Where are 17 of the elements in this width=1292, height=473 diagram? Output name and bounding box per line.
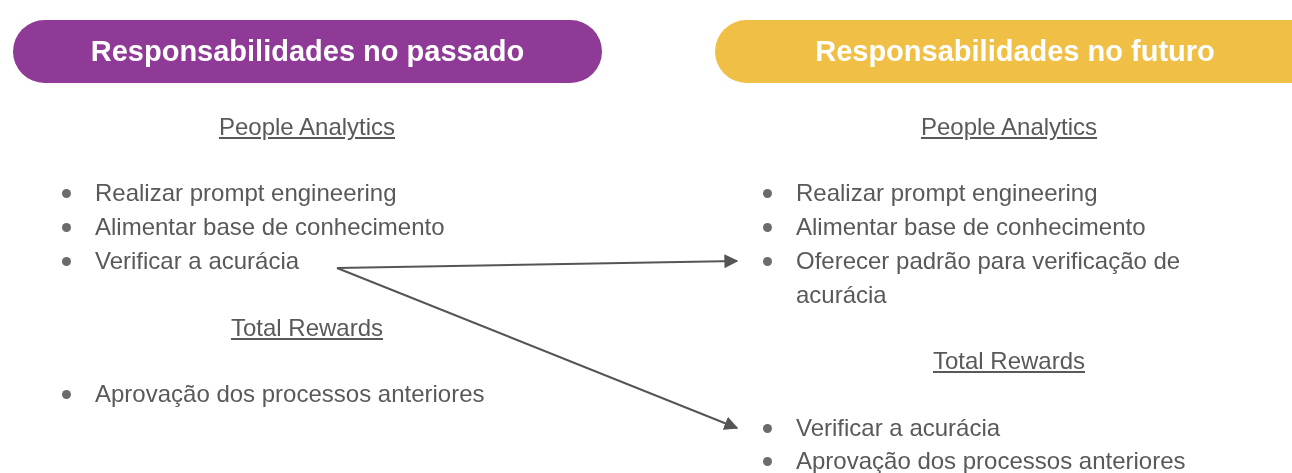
header-banner	[715, 20, 1292, 83]
bullet-item: Alimentar base de conhecimento	[763, 210, 1233, 244]
section-heading: Total Rewards	[932, 346, 1086, 376]
bullet-item: Verificar a acurácia	[763, 411, 1163, 445]
section-heading: People Analytics	[218, 112, 396, 142]
bullet-item: Realizar prompt engineering	[763, 176, 1233, 210]
bullet-item: Verificar a acurácia	[62, 244, 362, 278]
section-heading: Total Rewards	[230, 313, 384, 343]
arrow	[336, 267, 739, 430]
header-title: Responsabilidades no futuro	[815, 35, 1215, 68]
header-title: Responsabilidades no passado	[90, 35, 525, 68]
bullet-item: Alimentar base de conhecimento	[62, 210, 492, 244]
arrow	[336, 254, 739, 269]
bullet-item: Oferecer padrão para verificação de acurácia	[763, 244, 1233, 312]
bullet-item: Realizar prompt engineering	[62, 176, 492, 210]
section-heading: People Analytics	[920, 112, 1098, 142]
bullet-item: Aprovação dos processos anteriores	[62, 377, 502, 411]
